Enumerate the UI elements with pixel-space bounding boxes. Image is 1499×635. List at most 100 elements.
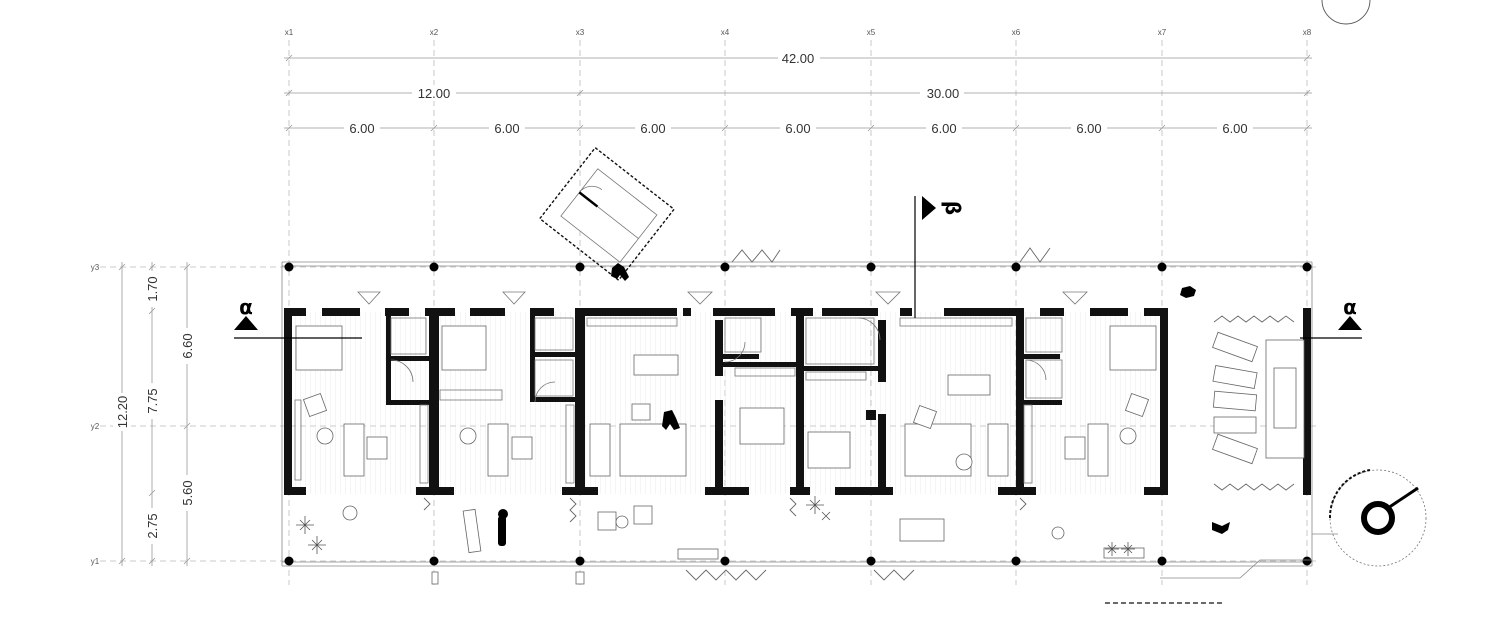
column bbox=[575, 262, 585, 272]
armchair bbox=[631, 403, 651, 421]
plants bbox=[296, 496, 1135, 556]
table bbox=[1064, 436, 1086, 460]
bed bbox=[619, 423, 687, 477]
dimension-bay-6: 6.00 bbox=[1076, 121, 1101, 136]
grid-axes: x1 x2 x3 x4 x5 x6 x7 x8 y3 y2 y1 bbox=[91, 28, 1320, 585]
walls bbox=[284, 308, 1311, 495]
armchair bbox=[302, 392, 328, 418]
dimension-total: 42.00 bbox=[782, 51, 815, 66]
sofa bbox=[343, 423, 365, 477]
round-table bbox=[342, 505, 358, 521]
structural-columns bbox=[284, 262, 1312, 566]
dimension-vertical-total: 12.20 bbox=[115, 396, 130, 429]
axis-label-y3: y3 bbox=[91, 263, 100, 272]
column bbox=[284, 262, 294, 272]
lounge-chair bbox=[462, 508, 482, 554]
column bbox=[284, 556, 294, 566]
column bbox=[1011, 262, 1021, 272]
table bbox=[633, 354, 679, 376]
round-table bbox=[316, 427, 334, 445]
column bbox=[720, 556, 730, 566]
axis-label-x5: x5 bbox=[867, 28, 876, 37]
dimension-vertical-group-2: 5.60 bbox=[180, 480, 195, 505]
axis-label-x8: x8 bbox=[1303, 28, 1312, 37]
canopy-marks bbox=[423, 247, 1295, 581]
section-mark-alpha-left: α bbox=[239, 295, 253, 319]
round-table bbox=[1119, 427, 1137, 445]
bed bbox=[295, 325, 343, 371]
column bbox=[1011, 556, 1021, 566]
dimension-bay-7: 6.00 bbox=[1222, 121, 1247, 136]
section-mark-beta: β bbox=[941, 201, 965, 215]
dimension-bay-5: 6.00 bbox=[931, 121, 956, 136]
armchair bbox=[597, 511, 617, 531]
vertical-dimensions: 12.20 6.60 5.60 1.70 7.75 2.75 bbox=[113, 262, 196, 566]
outdoor-sofa bbox=[1273, 367, 1297, 429]
bed bbox=[739, 407, 785, 445]
axis-label-x6: x6 bbox=[1012, 28, 1021, 37]
section-mark-alpha-right: α bbox=[1343, 295, 1357, 319]
dimension-bay-2: 6.00 bbox=[494, 121, 519, 136]
dimension-vertical-group-1: 6.60 bbox=[180, 333, 195, 358]
bed bbox=[1109, 325, 1157, 371]
sofa bbox=[987, 423, 1009, 477]
sofa bbox=[589, 423, 611, 477]
column bbox=[575, 556, 585, 566]
round-table bbox=[955, 453, 973, 471]
table bbox=[511, 436, 533, 460]
table bbox=[947, 374, 991, 396]
round-table bbox=[459, 427, 477, 445]
axis-label-x1: x1 bbox=[285, 28, 294, 37]
armchair bbox=[633, 505, 653, 525]
horizontal-dimensions: 42.00 12.00 30.00 6.00 6.00 6.00 6.00 6.… bbox=[284, 50, 1312, 136]
section-markers: α α β bbox=[234, 196, 1362, 339]
axis-label-x4: x4 bbox=[721, 28, 730, 37]
axis-label-x2: x2 bbox=[430, 28, 439, 37]
interior-fixtures bbox=[294, 317, 1063, 484]
lounge-chair bbox=[1212, 390, 1258, 412]
external-staircase bbox=[538, 146, 676, 282]
dimension-bay-4: 6.00 bbox=[785, 121, 810, 136]
table bbox=[899, 518, 945, 542]
round-table bbox=[1051, 526, 1065, 540]
planter bbox=[677, 548, 719, 560]
dimension-group-2: 30.00 bbox=[927, 86, 960, 101]
column bbox=[1157, 556, 1167, 566]
column bbox=[720, 262, 730, 272]
armchair bbox=[912, 404, 938, 430]
round-table bbox=[615, 515, 629, 529]
column bbox=[866, 556, 876, 566]
column bbox=[1157, 262, 1167, 272]
armchair bbox=[1124, 392, 1150, 418]
column bbox=[429, 262, 439, 272]
axis-label-x7: x7 bbox=[1158, 28, 1167, 37]
lounge-chair bbox=[1212, 331, 1258, 363]
bed bbox=[441, 325, 487, 371]
axis-label-x3: x3 bbox=[576, 28, 585, 37]
dimension-vertical-part-3: 2.75 bbox=[145, 513, 160, 538]
sofa bbox=[1087, 423, 1109, 477]
lounge-chair bbox=[1213, 416, 1257, 434]
column bbox=[866, 262, 876, 272]
entry-markers bbox=[357, 291, 1088, 305]
dimension-bay-3: 6.00 bbox=[640, 121, 665, 136]
lounge-chair bbox=[1212, 365, 1258, 389]
dimension-group-1: 12.00 bbox=[418, 86, 451, 101]
column bbox=[429, 556, 439, 566]
table bbox=[366, 436, 388, 460]
axis-label-y2: y2 bbox=[91, 422, 100, 431]
bench bbox=[431, 571, 439, 585]
sofa bbox=[487, 423, 509, 477]
bed bbox=[807, 431, 851, 469]
column bbox=[1302, 262, 1312, 272]
bench bbox=[575, 571, 585, 585]
dimension-vertical-part-2: 7.75 bbox=[145, 388, 160, 413]
dimension-bay-1: 6.00 bbox=[349, 121, 374, 136]
slab-outline bbox=[281, 261, 1313, 567]
lounge-chair bbox=[1212, 433, 1258, 465]
north-arrow bbox=[1321, 0, 1371, 25]
human-figures bbox=[498, 263, 1230, 546]
dimension-vertical-part-1: 1.70 bbox=[145, 276, 160, 301]
column bbox=[1302, 556, 1312, 566]
